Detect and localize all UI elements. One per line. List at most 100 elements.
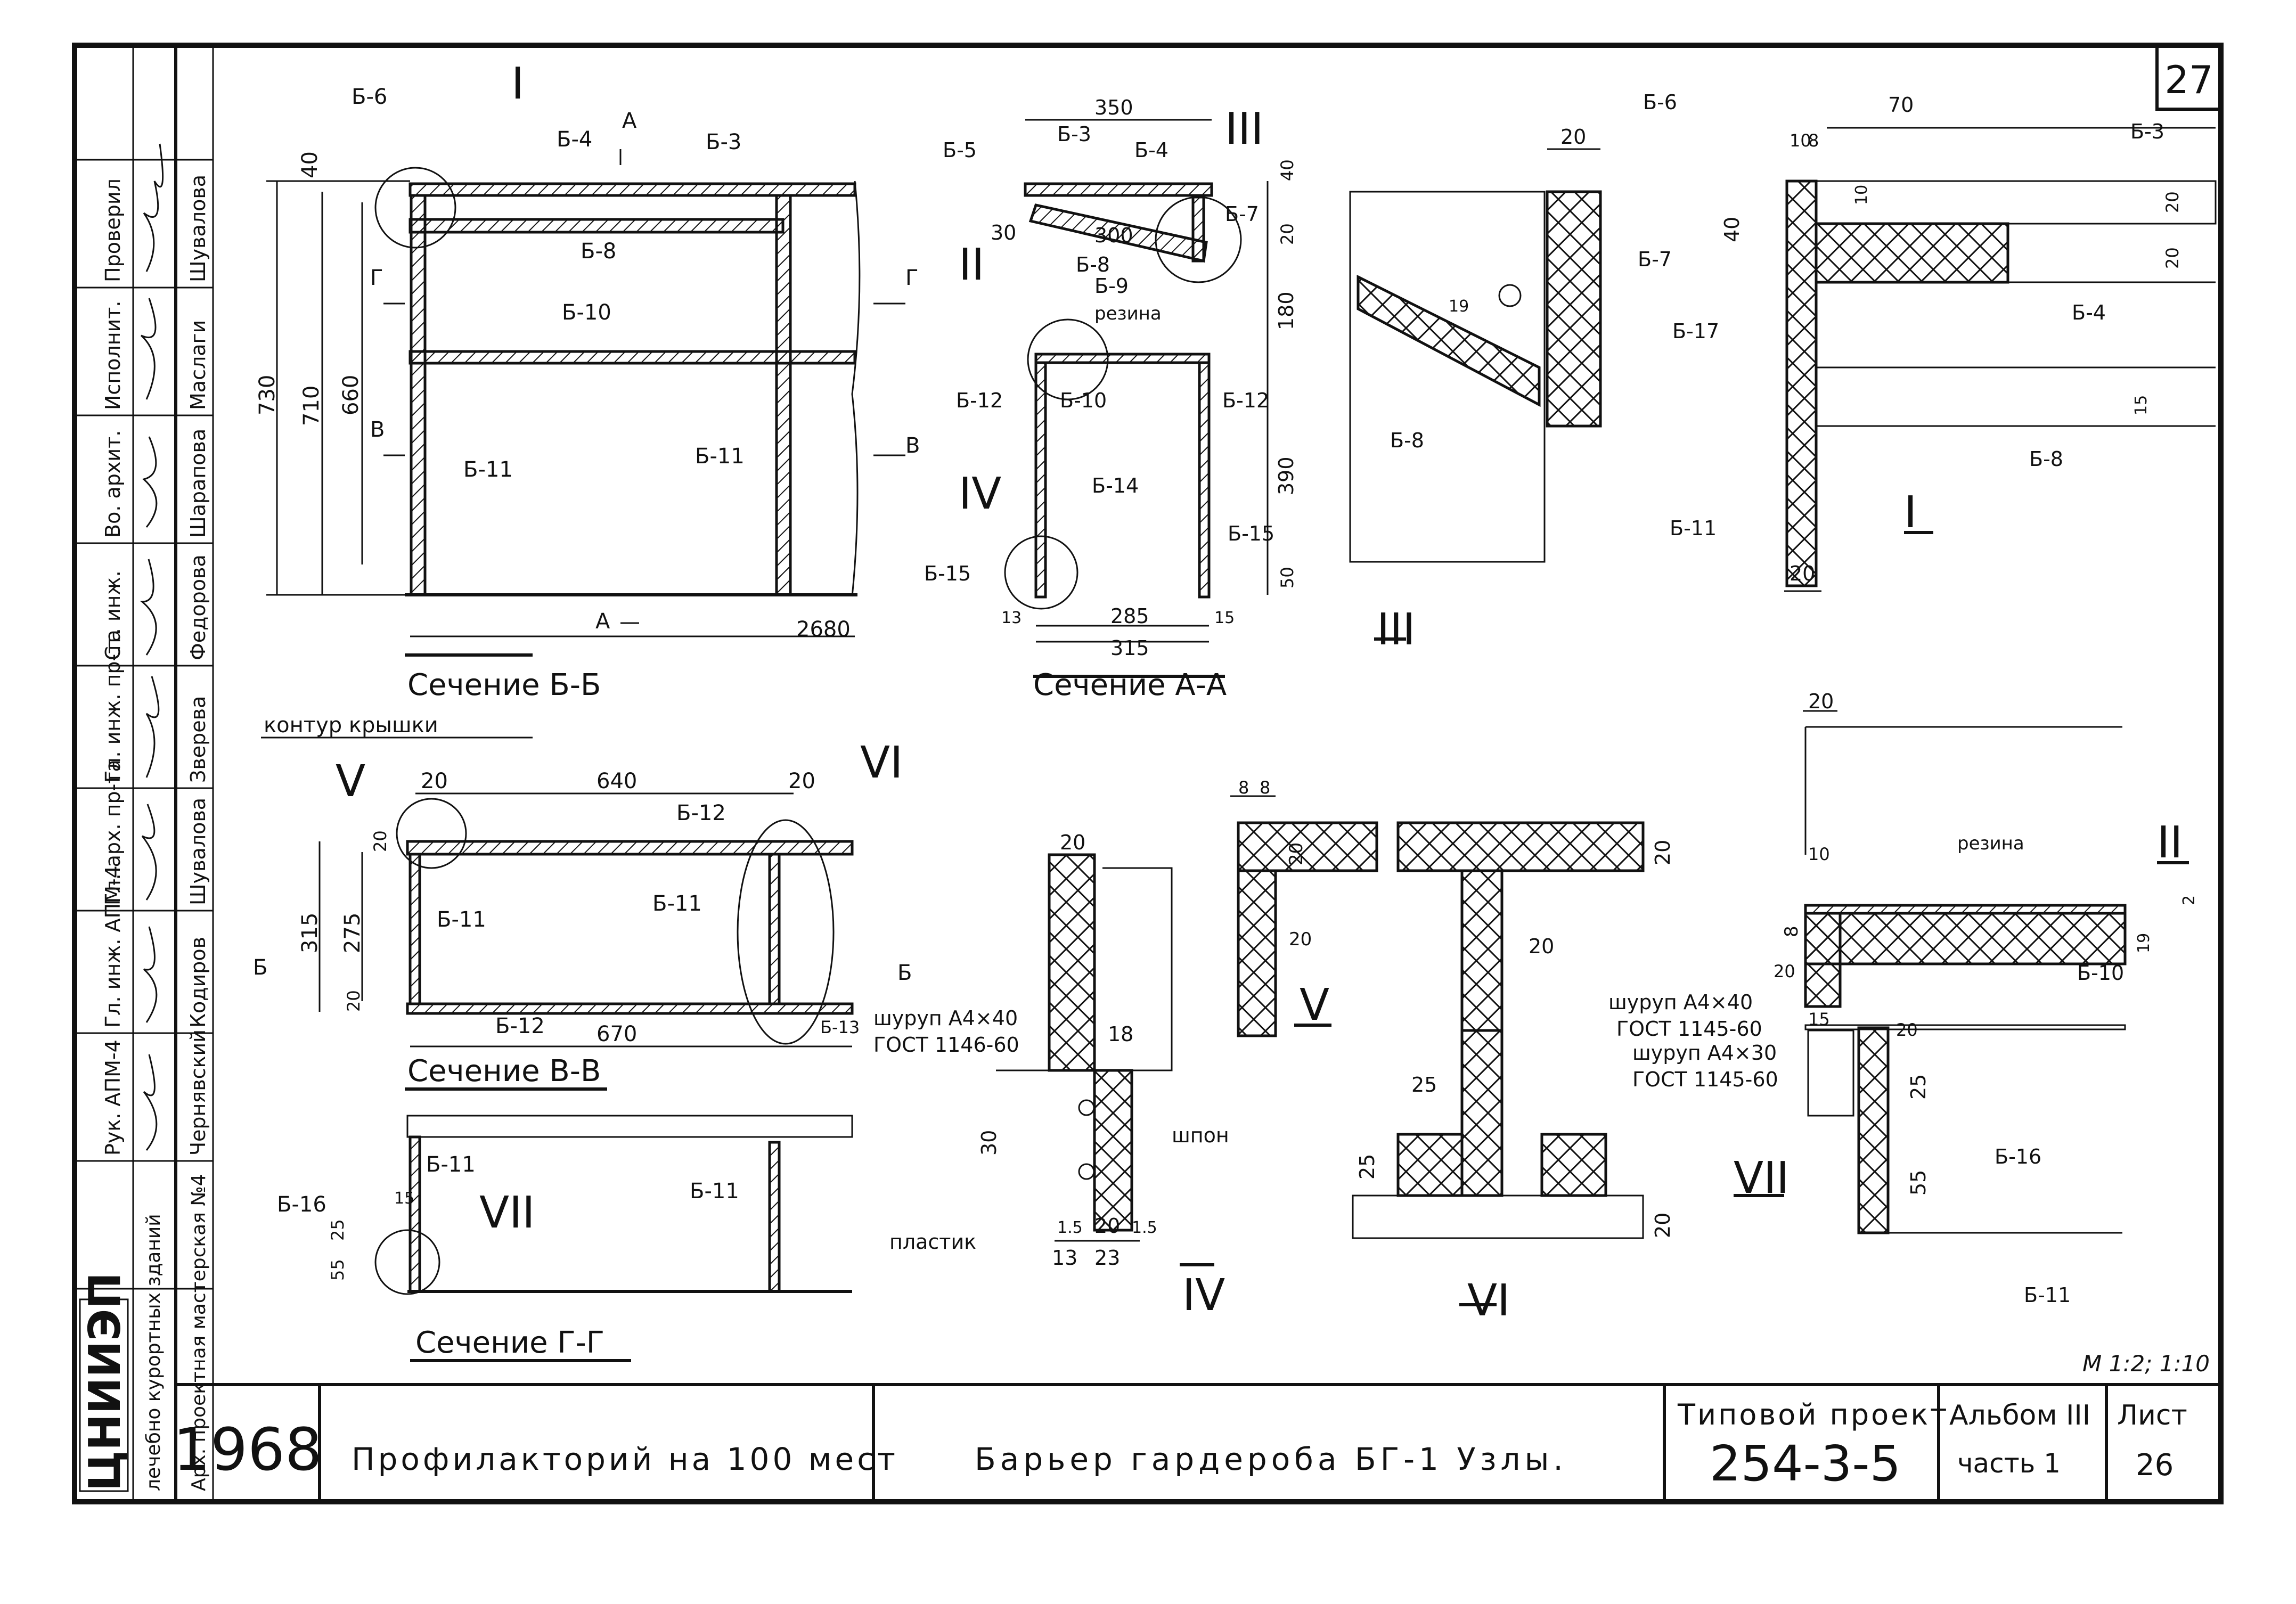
- label-b8-n3: Б-8: [1390, 429, 1424, 452]
- label-b8-aa: Б-8: [1076, 253, 1110, 276]
- label-b8-n1: Б-8: [2029, 447, 2063, 471]
- sig-name-6: Шувалова: [186, 798, 210, 905]
- dim-180: 180: [1274, 291, 1298, 330]
- contour-lid-label: контур крышки: [264, 713, 438, 738]
- dim-10-n1: 10: [1790, 130, 1811, 151]
- label-b15-aa: Б-15: [1228, 522, 1274, 545]
- dim-20c-n1: 20: [1790, 562, 1815, 585]
- sig-role-5: Гл. инж. пр-та: [101, 629, 125, 783]
- dim-8b-n5: 8: [1260, 778, 1270, 798]
- dim-15b-n4: 1.5: [1132, 1218, 1157, 1237]
- sig-name-5: Зверева: [186, 696, 210, 783]
- dim-20-aa: 20: [1277, 223, 1297, 245]
- dim-20-n4: 20: [1060, 831, 1085, 854]
- dim-13-aa: 13: [1001, 609, 1022, 627]
- label-b13-vv: Б-13: [820, 1017, 860, 1037]
- sig-name-4: Федорова: [186, 554, 210, 660]
- screw-40-label-n6: шуруп А4×40: [1608, 991, 1753, 1014]
- dim-315-aa: 315: [1110, 636, 1149, 660]
- gost-1145b-label: ГОСТ 1145-60: [1632, 1068, 1778, 1091]
- dim-19-n7: 19: [2135, 933, 2153, 953]
- part-label: часть 1: [1957, 1448, 2061, 1479]
- dim-55-n7: 55: [1907, 1170, 1930, 1196]
- signature-column: [75, 159, 213, 1290]
- label-b7-aa: Б-7: [1225, 202, 1259, 226]
- dim-730: 730: [255, 375, 280, 415]
- label-b7-n3: Б-7: [1638, 248, 1672, 271]
- node-iii-label: III: [1377, 604, 1416, 655]
- dim-30-aa: 30: [991, 221, 1016, 244]
- sig-name-8: Чернявский: [186, 1029, 210, 1156]
- cut-g-right: Г: [905, 266, 918, 290]
- cut-v-right: В: [905, 433, 920, 458]
- dim-300: 300: [1094, 224, 1133, 247]
- typical-project-number: 254-3-5: [1710, 1435, 1901, 1492]
- node-i-drawing: [1784, 127, 2217, 592]
- label-b12b-vv: Б-12: [495, 1014, 545, 1038]
- label-b10-bb: Б-10: [562, 300, 611, 325]
- dim-275: 275: [340, 913, 365, 953]
- sheet-frame: [72, 43, 2224, 1504]
- label-b11-n7: Б-11: [2024, 1283, 2071, 1307]
- section-aa-drawing: [1004, 119, 1269, 678]
- dim-50-aa: 50: [1277, 567, 1297, 588]
- dim-2680: 2680: [796, 617, 851, 642]
- label-b6-bb: Б-6: [352, 85, 387, 109]
- node-iv-label: IV: [1182, 1270, 1225, 1321]
- node-ii-callout: II: [959, 240, 984, 290]
- label-b14-aa: Б-14: [1092, 474, 1139, 497]
- dim-20a-n1: 20: [2162, 191, 2183, 213]
- album-label: Альбом III: [1949, 1400, 2090, 1431]
- dim-13-n4: 13: [1052, 1246, 1077, 1270]
- sig-name-7: Кодиров: [186, 937, 210, 1028]
- dim-20b-n1: 20: [2162, 247, 2183, 269]
- dim-18-n4: 18: [1108, 1022, 1133, 1046]
- section-vv-drawing: [261, 736, 854, 1091]
- dim-25b-n6: 25: [1355, 1154, 1379, 1180]
- dim-15-aa: 15: [1214, 609, 1235, 627]
- node-vi-label: VI: [1467, 1275, 1510, 1326]
- node-vi-callout: VI: [860, 738, 903, 788]
- title-section-aa: Сечение А-А: [1033, 668, 1227, 702]
- logo-text: ЦНИИЭП: [80, 1272, 130, 1491]
- dim-10b-n1: 10: [1852, 185, 1871, 205]
- dim-8-n1: 8: [1808, 130, 1819, 151]
- dim-15a-n4: 1.5: [1057, 1218, 1083, 1237]
- gost-1145a-label: ГОСТ 1145-60: [1616, 1017, 1762, 1041]
- dim-20a-n6: 20: [1651, 840, 1674, 865]
- dim-8-n7: 8: [1781, 926, 1802, 937]
- title-section-vv: Сечение В-В: [407, 1054, 601, 1089]
- dim-15-n1: 15: [2132, 395, 2151, 415]
- dim-40-bb: 40: [298, 151, 322, 178]
- dim-30-n4: 30: [977, 1130, 1001, 1156]
- dim-20c-vv: 20: [344, 990, 364, 1012]
- sheet-title: Барьер гардероба БГ-1 Узлы.: [975, 1441, 1567, 1477]
- label-b11b-bb: Б-11: [695, 444, 745, 469]
- node-i-callout: I: [511, 59, 524, 109]
- dim-20c-n7: 20: [1896, 1020, 1918, 1040]
- sig-name-3: Шарапова: [186, 429, 210, 538]
- node-iv-drawing: [996, 853, 1214, 1266]
- title-section-gg: Сечение Г-Г: [415, 1325, 604, 1360]
- dim-20b-n7: 20: [1774, 961, 1795, 981]
- label-b11b-vv: Б-11: [652, 891, 702, 916]
- dim-20a-vv: 20: [421, 769, 448, 793]
- node-v-callout: V: [336, 756, 365, 807]
- label-b10-n7: Б-10: [2077, 961, 2124, 985]
- dim-15-gg: 15: [394, 1189, 414, 1208]
- workshop-name: Арх. проектная мастерская №4: [188, 1174, 210, 1491]
- organization-name: лечебно курортных зданий: [143, 1214, 165, 1491]
- dim-285: 285: [1110, 604, 1149, 628]
- dim-350: 350: [1094, 96, 1133, 119]
- label-b4-aa: Б-4: [1134, 138, 1169, 162]
- label-b12b-aa: Б-12: [1222, 389, 1269, 412]
- cut-b-right: Б: [897, 961, 912, 985]
- label-b4-bb: Б-4: [557, 127, 592, 152]
- dim-25a-n6: 25: [1411, 1073, 1437, 1096]
- screw-30-label: шуруп А4×30: [1632, 1041, 1777, 1065]
- dim-20c-n6: 20: [1651, 1213, 1674, 1238]
- cut-v-left: В: [370, 418, 385, 442]
- node-i-label: I: [1904, 487, 1917, 538]
- label-b11-n1: Б-11: [1670, 517, 1717, 540]
- dim-19-n3: 19: [1449, 297, 1469, 316]
